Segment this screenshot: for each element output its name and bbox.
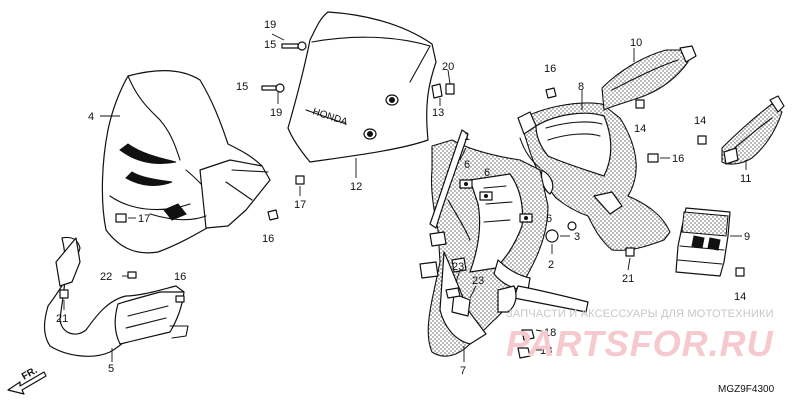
callout-13: 13 (432, 107, 444, 119)
callout-3: 3 (574, 231, 580, 243)
side-cover-part-11 (721, 95, 785, 165)
front-cowl-part-4 (101, 69, 271, 254)
watermark-caption: ЗАПЧАСТИ И АКСЕССУАРЫ ДЛЯ МОТОТЕХНИКИ (506, 308, 774, 320)
callout-6b: 6 (484, 167, 490, 179)
callout-16c: 16 (262, 233, 274, 245)
rod-part-1 (429, 129, 469, 229)
callout-1: 1 (464, 131, 470, 143)
callout-20: 20 (442, 61, 454, 73)
callout-15a: 15 (264, 39, 276, 51)
panel-part-9 (675, 207, 731, 277)
callout-14a: 14 (634, 123, 646, 135)
callout-16b: 16 (672, 153, 684, 165)
callout-16a: 16 (544, 63, 556, 75)
callout-2: 2 (548, 259, 554, 271)
callout-23a: 23 (452, 261, 464, 273)
callouts: 4 5 12 7 8 9 10 11 13 20 1 6 6 6 3 2 15 … (56, 19, 751, 377)
front-direction-arrow: FR. (7, 365, 47, 395)
leader-lines (63, 33, 747, 362)
callout-18a: 18 (544, 327, 556, 339)
callout-19a: 19 (264, 19, 276, 31)
callout-15b: 15 (236, 81, 248, 93)
callout-22: 22 (100, 271, 112, 283)
callout-19b: 19 (270, 107, 282, 119)
callout-6c: 6 (546, 213, 552, 225)
callout-14b: 14 (694, 115, 706, 127)
callout-7: 7 (460, 365, 466, 377)
callout-4: 4 (88, 111, 94, 123)
callout-12: 12 (350, 181, 362, 193)
callout-6a: 6 (464, 159, 470, 171)
callout-17a: 17 (138, 213, 150, 225)
callout-5: 5 (108, 363, 114, 375)
fasteners (59, 41, 745, 359)
callout-17b: 17 (294, 199, 306, 211)
windscreen-part-12: HONDA (287, 11, 437, 163)
callout-21b: 21 (56, 313, 68, 325)
inner-cover-part-8 (517, 102, 671, 251)
side-cover-part-10 (601, 45, 697, 111)
callout-18b: 18 (540, 345, 552, 357)
lower-cowl-part-5 (43, 236, 189, 357)
callout-21a: 21 (622, 273, 634, 285)
callout-16d: 16 (174, 271, 186, 283)
callout-9: 9 (744, 231, 750, 243)
callout-10: 10 (630, 37, 642, 49)
watermark-logo: PARTSFOR.RU (506, 323, 774, 364)
callout-23b: 23 (472, 275, 484, 287)
callout-8: 8 (578, 81, 584, 93)
callout-11: 11 (740, 173, 751, 185)
part-code: MGZ9F4300 (718, 384, 775, 395)
watermark: ЗАПЧАСТИ И АКСЕССУАРЫ ДЛЯ МОТОТЕХНИКИ PA… (506, 308, 774, 364)
callout-14c: 14 (734, 291, 746, 303)
